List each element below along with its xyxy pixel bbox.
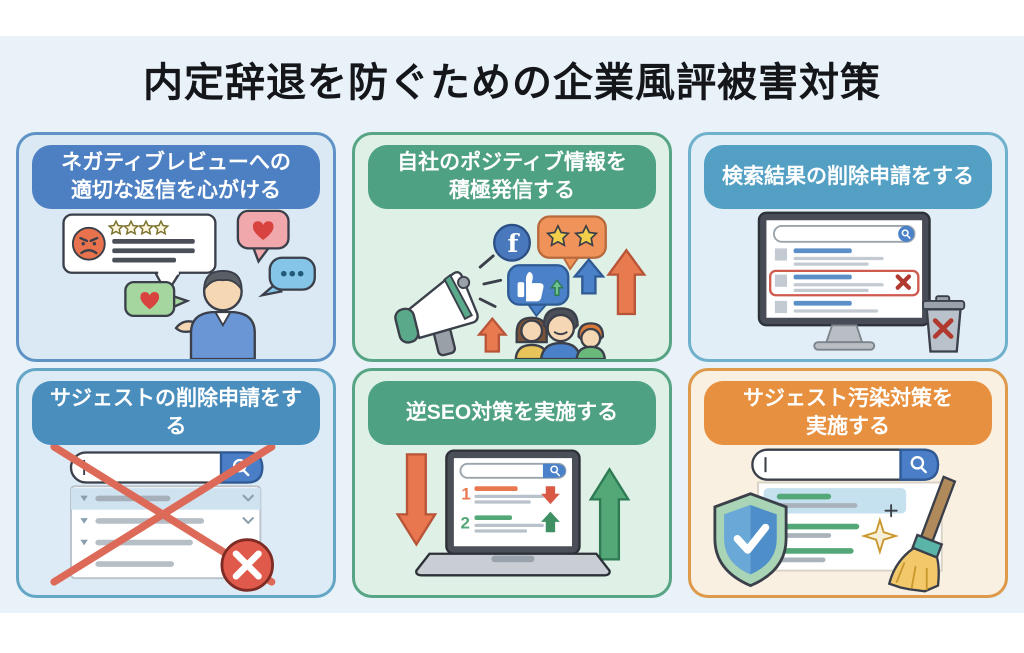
star-bubble-icon (537, 215, 607, 271)
up-arrow-blue-icon (572, 257, 606, 295)
illustration-laptop-ranking-up-down: 1 2 (355, 445, 669, 595)
heart-bubble-icon (236, 209, 290, 264)
search-bar-icon (773, 224, 916, 243)
card-reverse-seo: 逆SEO対策を実施する (352, 368, 672, 598)
suggest-list-icon (757, 481, 943, 572)
search-bar-icon (459, 462, 567, 479)
card-title-line: ネガティブレビューへの (61, 151, 291, 175)
svg-text:f: f (507, 228, 520, 258)
up-arrow-orange-small-icon (476, 316, 508, 353)
facebook-icon: f (493, 223, 531, 262)
suggest-delete-illustration (50, 445, 276, 592)
bottom-white-strip (0, 613, 1024, 653)
card-header-suggest-removal: サジェストの削除申請をする (32, 381, 320, 445)
card-title-line: 実施する (806, 415, 890, 438)
flagged-result-icon (769, 269, 920, 297)
illustration-megaphone-social-media: f (355, 209, 669, 359)
card-title-line: サジェスト汚染対策を (743, 387, 953, 411)
card-search-result-removal: 検索結果の削除申請をする (688, 132, 1008, 362)
page-title: 内定辞退を防ぐための企業風評被害対策 (143, 61, 881, 105)
card-header-reverse-seo: 逆SEO対策を実施する (368, 381, 656, 445)
card-negative-review-reply: ネガティブレビューへの 適切な返信を心がける (16, 132, 336, 362)
card-positive-info-broadcast: 自社のポジティブ情報を 積極発信する (352, 132, 672, 362)
angry-review-bubble-icon (62, 213, 217, 296)
sparkle-icon (860, 504, 900, 556)
illustration-shield-clean-suggest (691, 445, 1005, 595)
top-white-strip (0, 0, 1024, 36)
illustration-suggest-list-crossed-out (19, 445, 333, 595)
down-arrow-icon (395, 453, 438, 547)
red-x-badge-icon (220, 538, 274, 592)
result-rank-1-icon: 1 (461, 484, 560, 505)
review-reply-illustration (62, 209, 316, 359)
card-title-line: サジェストの削除申請をする (50, 387, 302, 438)
card-title-line: 検索結果の削除申請をする (722, 165, 974, 189)
card-header-positive-info-broadcast: 自社のポジティブ情報を 積極発信する (368, 145, 656, 209)
megaphone-icon (394, 271, 479, 357)
suggest-list-icon (70, 485, 262, 580)
up-arrow-orange-big-icon (606, 248, 647, 316)
card-title-line: 自社のポジティブ情報を (397, 151, 627, 175)
card-header-suggest-pollution: サジェスト汚染対策を 実施する (704, 381, 992, 445)
person-icon (174, 269, 256, 359)
svg-text:1: 1 (461, 484, 470, 503)
card-suggest-removal: サジェストの削除申請をする (16, 368, 336, 598)
result-rank-2-icon: 2 (460, 511, 560, 533)
broadcast-illustration: f (394, 215, 647, 359)
thumbs-up-bubble-icon (507, 264, 570, 318)
star-rating-icon (107, 219, 170, 236)
people-group-icon (514, 307, 606, 359)
card-header-search-result-removal: 検索結果の削除申請をする (704, 145, 992, 209)
shield-check-icon (713, 492, 788, 588)
search-box-icon (751, 448, 940, 481)
card-title-line: 適切な返信を心がける (71, 179, 281, 202)
reverse-seo-illustration: 1 2 (395, 449, 631, 577)
card-suggest-pollution: サジェスト汚染対策を 実施する (688, 368, 1008, 598)
illustration-person-replying-to-reviews (19, 209, 333, 359)
heart-bubble-green-icon (124, 280, 191, 318)
search-result-rows-icon (774, 248, 884, 314)
sound-lines-icon (478, 254, 503, 308)
suggest-clean-illustration (713, 448, 957, 593)
card-title-line: 積極発信する (449, 179, 575, 202)
card-header-negative-review-reply: ネガティブレビューへの 適切な返信を心がける (32, 145, 320, 209)
illustration-monitor-search-result-delete (691, 209, 1005, 359)
trash-icon (922, 295, 966, 353)
card-grid: ネガティブレビューへの 適切な返信を心がける (0, 110, 1024, 598)
up-arrow-icon (588, 467, 631, 561)
red-x-icon (932, 318, 954, 339)
infographic-panel: 内定辞退を防ぐための企業風評被害対策 ネガティブレビューへの 適切な返信を心がけ… (0, 36, 1024, 613)
svg-text:2: 2 (460, 513, 469, 532)
broom-icon (887, 475, 957, 593)
card-title-line: 逆SEO対策を実施する (405, 401, 619, 425)
search-delete-illustration (757, 211, 966, 353)
dots-bubble-icon (258, 256, 316, 298)
